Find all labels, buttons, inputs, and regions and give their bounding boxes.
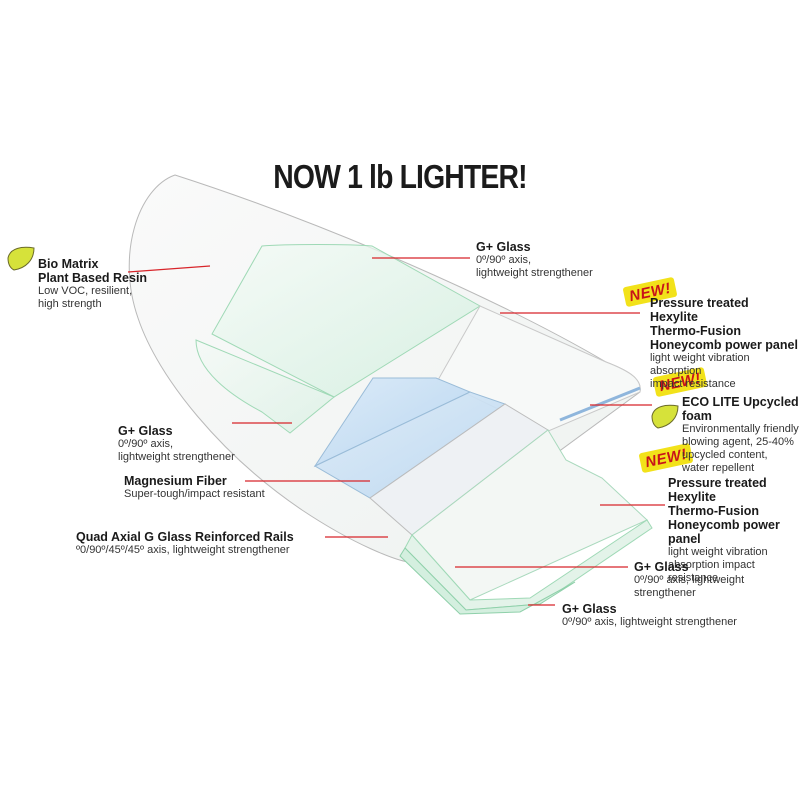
label-desc: high strength [38, 298, 102, 310]
label-desc: water repellent [682, 462, 755, 474]
label-desc: lightweight strengthener [118, 451, 235, 463]
label-g-glass-bottom-1: G+ Glass 0º/90º axis, lightweight streng… [634, 560, 800, 600]
g-glass-top-sheet [211, 244, 481, 398]
label-title: Honeycomb power panel [650, 338, 798, 352]
label-eco-lite: ECO LITE Upcycled foam Environmentally f… [682, 395, 800, 475]
label-desc: 0º/90º axis, lightweight strengthener [562, 616, 737, 628]
label-desc: Low VOC, resilient, [38, 285, 133, 297]
page-title: NOW 1 lb LIGHTER! [273, 158, 527, 195]
label-title: Thermo-Fusion [650, 324, 741, 338]
label-magnesium-fiber: Magnesium Fiber Super-tough/impact resis… [124, 474, 265, 501]
label-title: G+ Glass [562, 602, 617, 616]
label-desc: upcycled content, [682, 449, 768, 461]
label-title: G+ Glass [118, 424, 173, 438]
label-desc: lightweight strengthener [476, 267, 593, 279]
pointer-bio-matrix [127, 265, 211, 273]
label-desc: light weight vibration [668, 546, 768, 558]
label-desc: absorption impact resistance [668, 559, 755, 584]
label-desc: 0º/90º axis, [476, 254, 532, 266]
g-glass-left-sheet [195, 339, 335, 434]
label-desc: º0/90º/45º/45º axis, lightweight strengt… [76, 544, 290, 556]
label-hexylite-bottom: Pressure treated Hexylite Thermo-Fusion … [668, 476, 800, 585]
leaf-icon [651, 404, 679, 429]
label-title: Quad Axial G Glass Reinforced Rails [76, 530, 294, 544]
label-desc: impact resistance [650, 378, 736, 390]
label-quad-axial-rails: Quad Axial G Glass Reinforced Rails º0/9… [76, 530, 294, 557]
label-title: ECO LITE Upcycled foam [682, 395, 799, 423]
label-bio-matrix: Bio Matrix Plant Based Resin Low VOC, re… [38, 257, 147, 311]
label-title: Plant Based Resin [38, 271, 148, 285]
label-desc: blowing agent, 25-40% [682, 436, 794, 448]
pointer-lines [127, 257, 665, 606]
label-g-glass-bottom-2: G+ Glass 0º/90º axis, lightweight streng… [562, 602, 737, 629]
label-title: Bio Matrix [38, 257, 99, 271]
label-desc: Super-tough/impact resistant [124, 488, 265, 500]
label-desc: Environmentally friendly [682, 423, 799, 435]
label-title: Pressure treated Hexylite [650, 296, 749, 324]
leaf-icon [7, 246, 35, 271]
label-title: Honeycomb power panel [668, 518, 780, 546]
label-desc: 0º/90º axis, [118, 438, 174, 450]
label-title: Magnesium Fiber [124, 474, 227, 488]
label-desc: 0º/90º axis, lightweight strengthener [634, 574, 745, 599]
label-title: Pressure treated Hexylite [668, 476, 767, 504]
rail-edge-blue [559, 386, 641, 422]
g-glass-bottom-layer-2 [399, 547, 576, 615]
label-title: G+ Glass [476, 240, 531, 254]
label-title: G+ Glass [634, 560, 689, 574]
label-desc: light weight vibration absorption [650, 352, 750, 377]
label-g-glass-left: G+ Glass 0º/90º axis, lightweight streng… [118, 424, 235, 464]
label-hexylite-top: Pressure treated Hexylite Thermo-Fusion … [650, 296, 800, 391]
label-title: Thermo-Fusion [668, 504, 759, 518]
label-g-glass-top: G+ Glass 0º/90º axis, lightweight streng… [476, 240, 593, 280]
